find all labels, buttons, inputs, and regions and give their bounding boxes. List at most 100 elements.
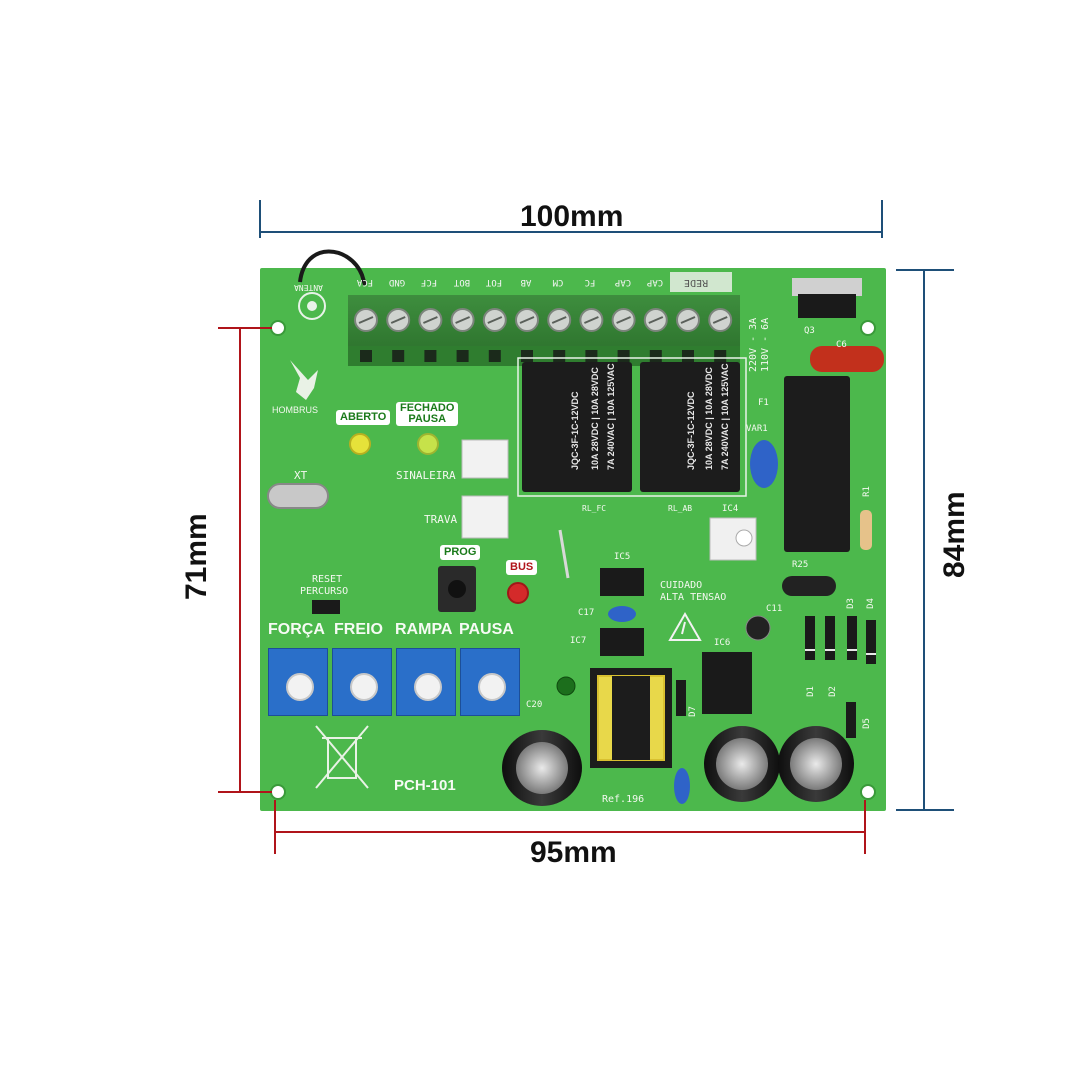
- trimmer-knob: [286, 673, 314, 701]
- sinaleira-connector: [461, 439, 509, 479]
- sinaleira-label: SINALEIRA: [396, 469, 456, 482]
- label-ic5: IC5: [614, 552, 631, 562]
- label-d2: D2: [827, 686, 838, 697]
- terminal-label: FCF: [421, 277, 438, 287]
- terminal-label: GND: [389, 277, 406, 287]
- reset-jumper: [312, 600, 340, 614]
- terminal-label: CAP: [646, 277, 663, 287]
- label-ic4: IC4: [722, 504, 739, 514]
- label-q3: Q3: [804, 326, 815, 336]
- label-ic7: IC7: [570, 636, 587, 646]
- voltage-line1: 220V - 3A: [748, 317, 759, 372]
- label-d3: D3: [845, 598, 856, 609]
- antenna-wire: [298, 249, 367, 286]
- relay-ab-text-1: JQC-3F-1C-12VDC: [686, 391, 696, 470]
- model-label: PCH-101: [394, 777, 456, 794]
- ic6: [702, 652, 752, 714]
- relay-fc-text-1: JQC-3F-1C-12VDC: [570, 391, 580, 470]
- cuidado-line2: ALTA TENSAO: [660, 592, 727, 603]
- dimension-left-label: 71mm: [180, 513, 213, 600]
- mounting-holes: [270, 320, 876, 800]
- trimmer-pot: [460, 648, 520, 716]
- trimmer-pot: [396, 648, 456, 716]
- capacitor-c6: [810, 346, 884, 372]
- reset-line1: RESET: [312, 574, 343, 585]
- trimmer-knob: [414, 673, 442, 701]
- dimension-right: [896, 269, 954, 811]
- dimension-right-label: 84mm: [938, 491, 971, 578]
- terminal-label: BOT: [453, 277, 470, 287]
- terminal-label: FC: [584, 277, 596, 287]
- led-fechado-label: FECHADO PAUSA: [396, 402, 459, 426]
- crystal-xt: [267, 483, 329, 509]
- relay-rl-fc: [522, 362, 632, 492]
- relay-ab-text-2: 10A 28VDC | 10A 28VDC: [704, 367, 714, 470]
- antenna-pad: [298, 292, 326, 320]
- trimmer-knob: [350, 673, 378, 701]
- hombrus-logo-icon: [290, 360, 318, 400]
- led-aberto-label: ABERTO: [336, 410, 391, 425]
- label-var1: VAR1: [746, 424, 768, 434]
- voltage-line2: 110V - 6A: [760, 317, 771, 372]
- dimension-top-label: 100mm: [520, 200, 624, 233]
- label-d4: D4: [865, 598, 876, 609]
- terminal-label: AB: [520, 277, 532, 287]
- bus-label: BUS: [506, 560, 538, 575]
- electrolytic-caps-right: [704, 726, 854, 802]
- power-block: [784, 376, 850, 552]
- electrolytic-c20: [502, 730, 582, 806]
- label-c11: C11: [766, 604, 783, 614]
- dimension-top: [259, 200, 883, 238]
- relay-rl-ab: [640, 362, 740, 492]
- relay-fc-text-2: 10A 28VDC | 10A 28VDC: [590, 367, 600, 470]
- label-r25: R25: [792, 560, 809, 570]
- antenna-label: ANTENA: [294, 283, 323, 292]
- label-r1: R1: [861, 486, 872, 497]
- cuidado-line1: CUIDADO: [660, 580, 703, 591]
- trava-connector: [461, 495, 509, 539]
- capacitor-c17: [608, 606, 636, 622]
- trava-label: TRAVA: [424, 513, 458, 526]
- dimension-bottom: [274, 800, 866, 854]
- pot-label-forca: FORÇA: [268, 621, 325, 638]
- pot-label-rampa: RAMPA: [395, 621, 453, 638]
- weee-bin-icon: [315, 725, 369, 789]
- led-fechado: [417, 433, 439, 455]
- varistor-var1: [750, 440, 778, 488]
- trimmer-pot: [268, 648, 328, 716]
- label-c17: C17: [578, 608, 595, 618]
- dimension-left: [218, 327, 272, 793]
- relay-fc-text-3: 7A 240VAC | 10A 125VAC: [606, 363, 616, 470]
- warning-icon: [668, 611, 702, 641]
- led-bus: [507, 582, 529, 604]
- pot-label-freio: FREIO: [334, 621, 383, 638]
- relay-label-fc: RL_FC: [582, 504, 607, 513]
- terminal-label: FOT: [485, 277, 502, 287]
- led-fechado-line1: FECHADO: [400, 402, 455, 414]
- relay-label-ab: RL_AB: [668, 504, 693, 513]
- label-d5: D5: [861, 718, 872, 729]
- diodes: [676, 616, 876, 738]
- relay-ab-text-3: 7A 240VAC | 10A 125VAC: [720, 363, 730, 470]
- terminal-screws: [354, 308, 733, 362]
- ic7: [600, 628, 644, 656]
- label-d7: D7: [687, 706, 698, 717]
- rede-label: REDE: [684, 277, 709, 288]
- ref-label: Ref.196: [602, 794, 645, 805]
- label-ic6: IC6: [714, 638, 731, 648]
- reset-line2: PERCURSO: [300, 586, 349, 597]
- led-fechado-line2: PAUSA: [408, 413, 447, 425]
- capacitor-c11: [745, 615, 771, 641]
- trimmer-pot: [332, 648, 392, 716]
- label-f1: F1: [758, 398, 769, 408]
- terminal-label: CAP: [614, 277, 631, 287]
- label-d1: D1: [805, 686, 816, 697]
- dimension-bottom-label: 95mm: [530, 836, 617, 869]
- xt-label: XT: [294, 469, 308, 482]
- pot-label-pausa: PAUSA: [459, 621, 514, 638]
- label-c6: C6: [836, 340, 847, 350]
- trimmer-knob: [478, 673, 506, 701]
- prog-label: PROG: [440, 545, 481, 560]
